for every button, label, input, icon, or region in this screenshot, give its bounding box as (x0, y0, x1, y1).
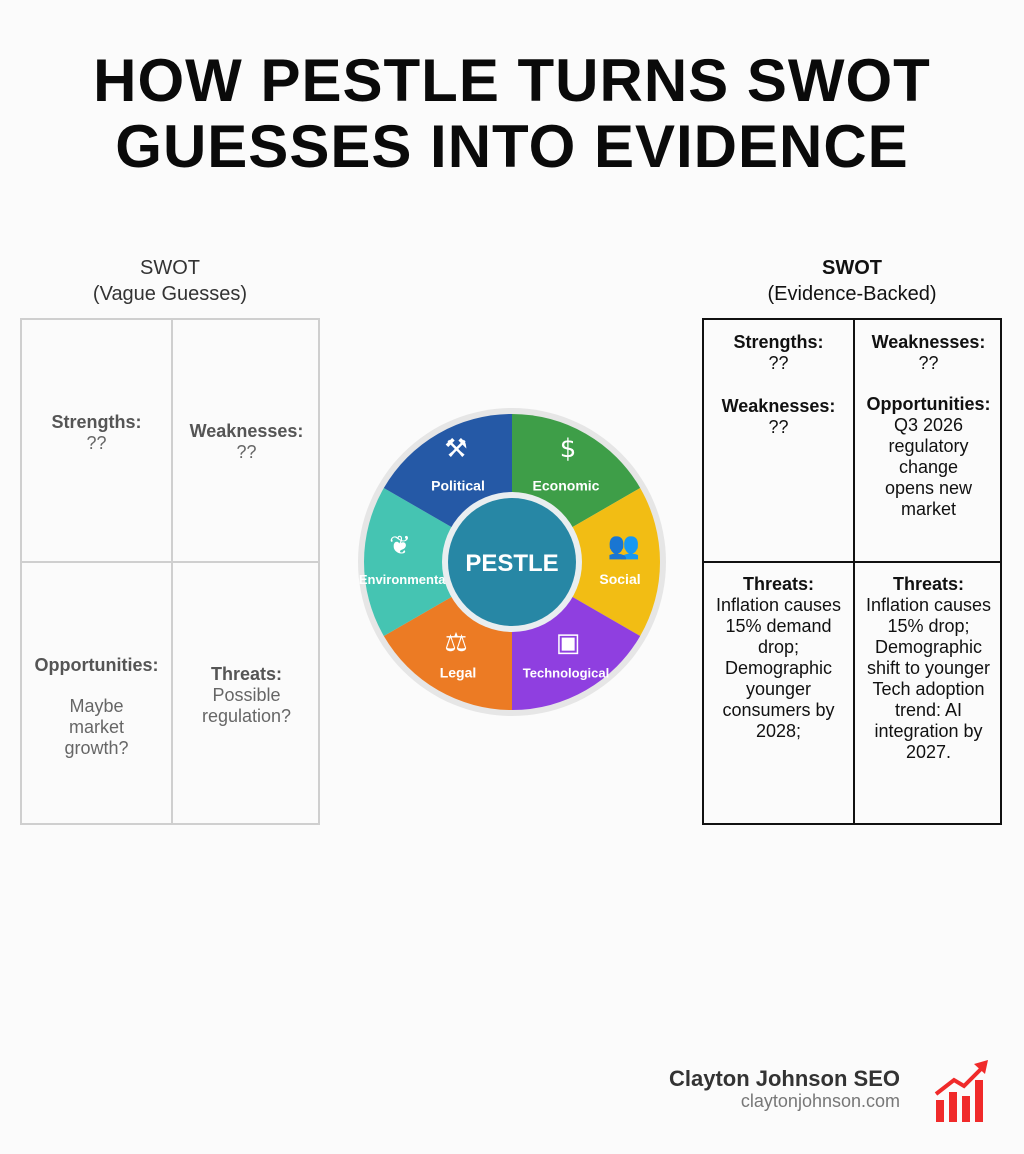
people-icon: 👥 (608, 531, 640, 561)
growth-chart-logo-icon (934, 1060, 988, 1122)
label: Weaknesses: (871, 332, 986, 352)
segment-label: Environmental (359, 572, 449, 587)
segment-label: Social (599, 571, 640, 587)
segment-social (512, 488, 660, 636)
cell-top-right: Weaknesses:?? Opportunities:Q3 2026 regu… (854, 332, 1003, 542)
text: Maybe market growth? (64, 696, 129, 758)
heading: SWOT (822, 257, 882, 279)
segment-environmental (364, 488, 512, 636)
item: Opportunities:Q3 2026 regulatory change … (854, 394, 1003, 520)
label: Strengths: (51, 412, 142, 432)
cell-top-left: Strengths:?? Weaknesses:?? (704, 332, 853, 460)
label: Strengths: (733, 332, 824, 352)
cell-strengths: Strengths:?? (22, 412, 171, 454)
center-label: PESTLE (465, 550, 558, 577)
label: Opportunities: (866, 394, 991, 414)
cell-bottom-left: Threats: Inflation causes 15% demand dro… (704, 574, 853, 742)
center-circle (448, 498, 576, 626)
text: ?? (918, 353, 939, 373)
vague-swot-heading: SWOT (Vague Guesses) (20, 255, 320, 307)
evidence-swot-heading: SWOT (Evidence-Backed) (702, 255, 1002, 307)
label: Weaknesses: (189, 421, 304, 441)
segment-label: Economic (533, 477, 600, 493)
segment-label: Technological (523, 666, 609, 681)
text: ?? (768, 353, 789, 373)
gavel-icon: ⚒ (444, 434, 467, 464)
brand-name: Clayton Johnson SEO (668, 1066, 900, 1091)
text: Inflation causes 15% drop; Demographic s… (865, 595, 992, 762)
divider (22, 561, 318, 563)
text: Inflation causes 15% demand drop; Demogr… (715, 595, 842, 741)
cell-bottom-right: Threats: Inflation causes 15% drop; Demo… (854, 574, 1003, 763)
text: ?? (236, 442, 257, 462)
item: Strengths:?? (704, 332, 853, 374)
divider (171, 320, 173, 823)
brand-url[interactable]: claytonjohnson.com (740, 1091, 900, 1111)
text: ?? (768, 417, 789, 437)
page-title: HOW PESTLE TURNS SWOT GUESSES INTO EVIDE… (0, 48, 1024, 180)
item: Weaknesses:?? (854, 332, 1003, 374)
cell-threats: Threats:Possible regulation? (172, 664, 321, 727)
cell-opportunities: Opportunities: Maybe market growth? (22, 655, 171, 759)
vague-swot-grid: Strengths:?? Weaknesses:?? Opportunities… (20, 318, 320, 825)
segment-label: Political (431, 477, 485, 493)
label: Threats: (742, 574, 814, 594)
chip-icon: ▣ (556, 628, 581, 658)
text: Q3 2026 regulatory change opens new mark… (884, 415, 973, 519)
divider (704, 561, 1000, 563)
subheading: (Vague Guesses) (92, 283, 248, 305)
title-line-1: HOW PESTLE TURNS SWOT (93, 47, 931, 114)
subheading: (Evidence-Backed) (767, 283, 937, 305)
label: Threats: (892, 574, 964, 594)
title-line-2: GUESSES INTO EVIDENCE (115, 113, 909, 180)
evidence-swot-grid: Strengths:?? Weaknesses:?? Weaknesses:??… (702, 318, 1002, 825)
pestle-wheel: $ Economic 👥 Social ▣ Technological ⚖ Legal ❦ Env… (358, 408, 666, 716)
heading: SWOT (140, 257, 200, 279)
leaf-icon: ❦ (389, 531, 411, 561)
scales-icon: ⚖ (444, 628, 467, 658)
label: Opportunities: (34, 655, 159, 675)
cell-weaknesses: Weaknesses:?? (172, 421, 321, 463)
segment-label: Legal (440, 665, 477, 681)
text: Possible regulation? (202, 685, 292, 726)
text: ?? (86, 433, 107, 453)
dollar-icon: $ (560, 434, 577, 464)
item: Weaknesses:?? (704, 396, 853, 438)
label: Threats: (210, 664, 282, 684)
divider (853, 320, 855, 823)
label: Weaknesses: (721, 396, 836, 416)
